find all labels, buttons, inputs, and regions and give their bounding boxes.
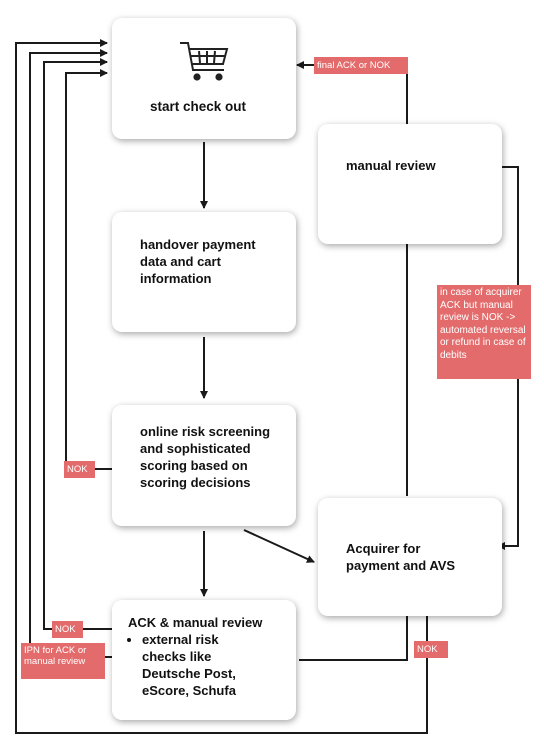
manual-review-label: manual review	[346, 158, 436, 173]
ack-review-title: ACK & manual review	[128, 615, 263, 630]
shopping-cart-icon	[180, 42, 229, 81]
handover-box: handover payment data and cart informati…	[112, 212, 296, 332]
ack-review-box: ACK & manual review external risk checks…	[112, 600, 296, 720]
acquirer-box: Acquirer for payment and AVS	[318, 498, 502, 616]
start-checkout-box: start check out	[112, 18, 296, 139]
checkout-label: start check out	[150, 99, 247, 114]
manual-review-box: manual review	[318, 124, 502, 244]
risk-screening-label: online risk screening and sophisticated …	[140, 424, 271, 490]
ack-checks-list: external risk checks like Deutsche Post,…	[128, 631, 288, 699]
risk-nok-tag: NOK	[64, 461, 95, 478]
acquirer-label: Acquirer for payment and AVS	[346, 541, 456, 573]
reversal-note-tag: in case of acquirer ACK but manual revie…	[437, 285, 531, 379]
acquirer-nok-tag: NOK	[414, 641, 448, 658]
ack-review-content: ACK & manual review external risk checks…	[128, 614, 288, 699]
handover-label: handover payment data and cart informati…	[140, 237, 256, 286]
ack-check-item: external risk checks like Deutsche Post,…	[142, 631, 262, 699]
ipn-tag: IPN for ACK or manual review	[21, 643, 105, 679]
final-ack-nok-tag: final ACK or NOK	[314, 57, 408, 74]
ack-nok-tag: NOK	[52, 621, 83, 638]
risk-screening-box: online risk screening and sophisticated …	[112, 405, 296, 526]
